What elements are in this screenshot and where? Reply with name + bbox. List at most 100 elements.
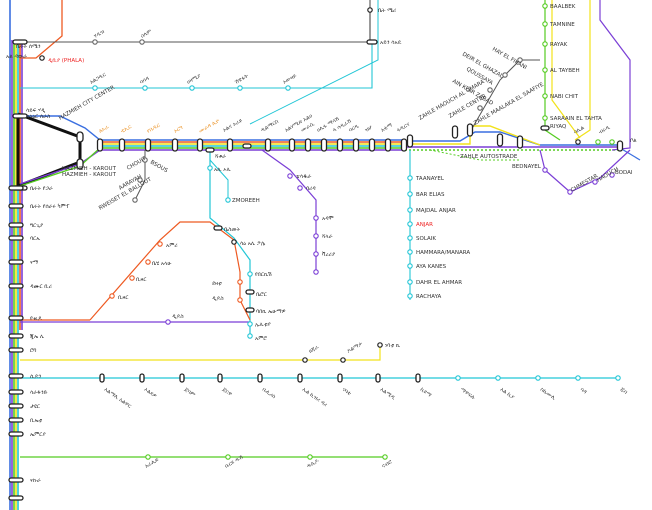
station-label-left-3: ባርኡ: [30, 236, 40, 242]
left-trunk-station: [8, 495, 24, 501]
station-label: ስኬሙሊ: [539, 387, 557, 402]
station-label: አይን ሳአዴ: [380, 40, 402, 46]
orange-loop: [89, 221, 251, 321]
left-trunk-station: [8, 222, 24, 228]
station-label-left-6: ዮዚዶ: [30, 316, 42, 322]
interchange-station: [368, 138, 376, 152]
station-label-left-12: ቢኤቲ: [30, 418, 42, 424]
station-marker: [225, 197, 231, 203]
station-label: አልጋዲር: [89, 72, 107, 86]
station-label: ሰላም: [140, 29, 153, 40]
station-label: አምሪ: [166, 243, 178, 249]
interchange-station: [96, 138, 104, 152]
station-marker: [39, 55, 45, 61]
station-label: ZMOREEH: [232, 198, 260, 204]
left-trunk-station: [8, 389, 24, 395]
station-marker: [542, 21, 548, 27]
left-trunk-station: [8, 431, 24, 437]
interchange-station: [297, 373, 303, 383]
station-marker: [142, 157, 148, 163]
station-label: AL TAYBEH: [550, 68, 580, 74]
station-label: ሃዲዝ: [93, 29, 106, 40]
interchange-station: [384, 138, 392, 152]
station-label: ሳይፍ ሃዲ: [26, 108, 46, 114]
station-marker: [247, 321, 253, 327]
station-marker: [502, 72, 508, 78]
station-marker: [542, 167, 548, 173]
station-label-left-5: ዳሙር ቢሪ: [30, 284, 52, 290]
station-label: ኤል ኪዝሪ ዳሪ: [301, 387, 328, 409]
interchange-hub: [12, 113, 28, 119]
interchange-station: [76, 158, 84, 170]
station-label: አቲማ: [380, 122, 394, 134]
station-label: ሳሊል: [573, 125, 586, 136]
station-marker: [609, 139, 615, 145]
station-marker: [145, 259, 151, 265]
yellow-south-line: [20, 345, 381, 361]
station-label: ዶልማታ: [346, 341, 364, 355]
station-label: BEDNAYEL: [512, 164, 542, 170]
station-marker: [367, 7, 373, 13]
station-marker: [132, 197, 138, 203]
station-marker: [455, 375, 461, 381]
station-marker: [313, 233, 319, 239]
station-label: ቤስመት: [224, 227, 240, 233]
station-marker: [142, 85, 148, 91]
interchange-station: [264, 138, 272, 152]
station-label: አልሚዲ: [379, 387, 397, 402]
station-label-left-14: ናኩራ: [30, 478, 41, 484]
station-marker: [407, 235, 413, 241]
left-trunk-station: [8, 477, 24, 483]
station-marker: [575, 375, 581, 381]
station-label-left-11: ታዩር: [30, 404, 40, 410]
station-marker: [609, 172, 615, 178]
station-label: ዱሊዶ: [306, 458, 320, 470]
station-label: HAZMIEH CITY CENTER: [58, 85, 116, 122]
station-label: ባርዲ: [348, 123, 361, 134]
station-label-orange-4: ቢዞር: [118, 295, 128, 301]
interchange-station: [540, 125, 550, 131]
station-marker: [407, 279, 413, 285]
interchange-station: [352, 138, 360, 152]
station-label: ነባቲ ኪ: [385, 343, 401, 349]
interchange-station: [257, 373, 263, 383]
station-label: ቫረሪያ: [322, 252, 336, 258]
station-label: TAANAYEL: [415, 176, 445, 182]
station-marker: [109, 293, 115, 299]
interchange-station: [118, 138, 126, 152]
left-trunk-station: [8, 283, 24, 289]
station-label-red: ዲቢያ (PHALA): [48, 58, 84, 64]
station-label: ማዋፍሉ: [459, 387, 476, 402]
left-trunk-station: [8, 235, 24, 241]
station-marker: [595, 139, 601, 145]
station-marker: [313, 251, 319, 257]
station-label: ብሩዲ: [598, 124, 612, 135]
station-label-left-10: ሳራፋንድ: [30, 390, 48, 396]
interchange-station: [375, 373, 381, 383]
station-marker: [382, 454, 388, 460]
gray-north-line: [20, 0, 371, 43]
station-marker: [145, 454, 151, 460]
station-label: SARAAIN EL TAHTA: [550, 116, 602, 122]
station-marker: [92, 39, 98, 45]
station-label: ስላዕር ሰራስ: [26, 114, 50, 120]
station-label: DAHR EL AHMAR: [416, 280, 462, 286]
station-label: ዲዶስ: [212, 296, 224, 302]
station-label: አሊ ኦሊ: [214, 167, 231, 173]
station-marker: [407, 221, 413, 227]
station-marker: [542, 93, 548, 99]
interchange-station: [179, 373, 185, 383]
interchange-station: [245, 307, 255, 313]
station-marker: [517, 57, 523, 63]
station-label: ፋዲርና: [396, 122, 411, 134]
station-marker: [592, 179, 598, 185]
station-label: አል ኪያ: [499, 387, 516, 401]
interchange-station: [466, 123, 474, 137]
interchange-station: [337, 373, 343, 383]
station-label: ቤሄ አላሁ: [152, 261, 171, 267]
station-marker: [615, 375, 621, 381]
station-marker: [237, 279, 243, 285]
station-label: ዝሆ: [364, 125, 374, 134]
